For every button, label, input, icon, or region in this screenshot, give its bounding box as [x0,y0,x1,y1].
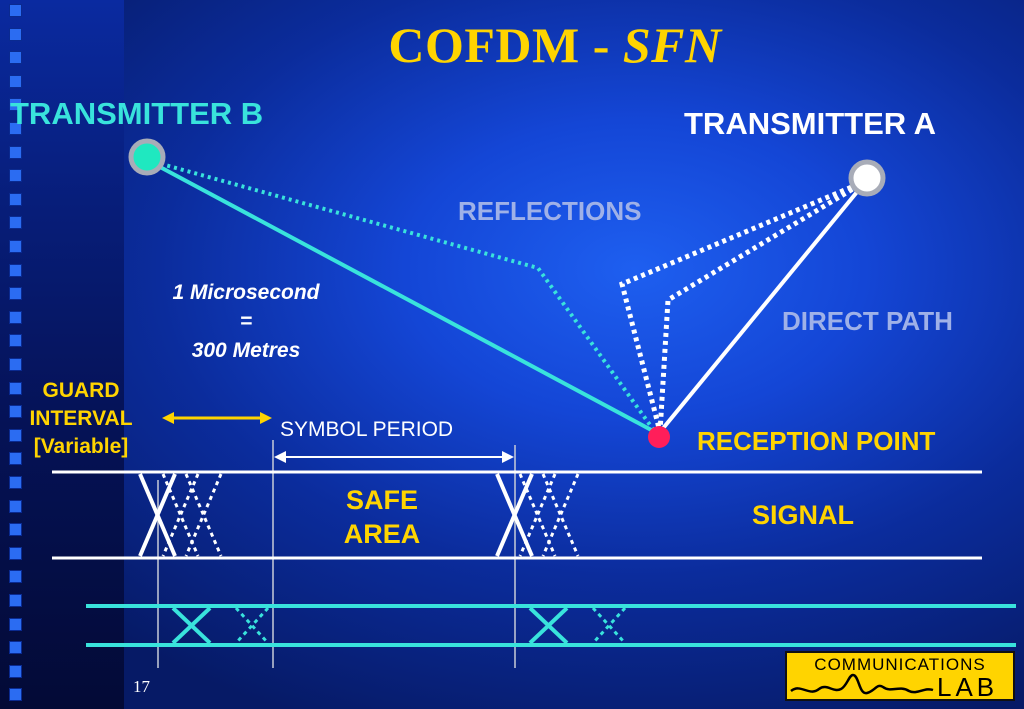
communications-lab-logo: COMMUNICATIONS LAB [785,651,1015,702]
logo-top-text: COMMUNICATIONS [814,655,986,674]
decorative-square [9,617,22,631]
decorative-square [9,98,22,112]
direct-path-a [658,179,868,434]
safe-area-line2: AREA [343,519,421,549]
reflected-path-b [146,158,657,434]
guard-interval-label: GUARD INTERVAL [Variable] [6,377,156,461]
safe-area-label: SAFE AREA [326,483,438,551]
decorative-square [9,570,22,584]
title-main: COFDM - [388,17,623,73]
logo-lab-text: LAB [937,672,999,702]
decorative-square [9,192,22,206]
decorative-square [9,216,22,230]
transmitter-b-label: TRANSMITTER B [10,96,264,131]
reception-point-node [648,426,670,448]
decorative-square [9,145,22,159]
transmitter-b-node [128,138,166,176]
symbol-period-label: SYMBOL PERIOD [280,418,454,441]
transmitter-a-label: TRANSMITTER A [684,106,936,141]
direct-path-label: DIRECT PATH [782,306,953,336]
decorative-square [9,263,22,277]
decorative-square [9,499,22,513]
decorative-square [9,688,22,702]
decorative-square [9,594,22,607]
reflections-label: REFLECTIONS [458,196,642,226]
signal-label: SIGNAL [752,500,855,530]
decorative-square [9,310,22,324]
timing-note-line3: 300 Metres [191,339,301,362]
decorative-square [9,27,22,41]
timing-note-line2: = [239,310,253,333]
transmitter-a-node [848,159,886,197]
page-number: 17 [133,677,150,696]
cyan-band-transitions [171,606,627,645]
decorative-square [9,169,22,183]
decorative-square [9,51,22,65]
decorative-square [9,523,22,537]
timing-note-line1: 1 Microsecond [172,281,320,304]
guard-interval-arrow [162,412,272,424]
title-emphasis: SFN [622,17,722,73]
direct-path-b [146,158,656,434]
guard-interval-line3: [Variable] [33,435,129,458]
guard-interval-line2: INTERVAL [29,407,133,430]
decorative-square [9,358,22,371]
safe-area-line1: SAFE [345,485,418,515]
decorative-square [9,428,22,442]
decorative-square [9,452,22,466]
decorative-square [9,74,22,88]
decorative-square [9,405,22,419]
decorative-square [9,476,22,489]
slide-title: COFDM - SFN [0,16,1024,74]
decorative-square [9,240,22,253]
decorative-square [9,287,22,301]
guard-interval-line1: GUARD [42,379,120,402]
decorative-square [9,4,22,17]
timing-note: 1 Microsecond = 300 Metres [148,278,344,365]
logo-wave-icon [790,673,934,695]
reflected-path-a-1 [619,178,867,433]
signal-transitions [138,473,580,557]
decorative-square [9,334,22,348]
decorative-square [9,641,22,655]
decorative-square [9,546,22,560]
decorative-square [9,381,22,395]
reception-point-label: RECEPTION POINT [697,426,936,456]
decorative-square [9,664,22,678]
decorative-square-column [9,0,25,709]
left-sidebar-strip [0,0,124,709]
decorative-square [9,122,22,135]
symbol-period-arrow [274,451,514,463]
